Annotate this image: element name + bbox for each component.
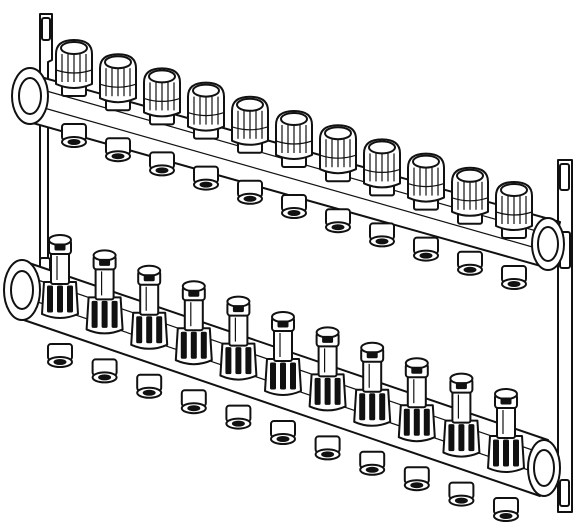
lower-outlet-stub — [180, 389, 207, 415]
lower-outlet-group — [47, 343, 519, 522]
upper-outlet-stub — [281, 194, 307, 219]
flow-meter — [219, 295, 258, 381]
flow-meter — [264, 311, 302, 396]
lower-outlet-stub — [47, 343, 73, 368]
lower-outlet-stub — [225, 404, 252, 430]
upper-outlet-stub — [369, 222, 395, 248]
cap-valve — [319, 124, 357, 183]
flow-meter — [308, 326, 347, 412]
lower-outlet-stub — [91, 358, 118, 384]
upper-outlet-stub — [61, 123, 87, 148]
flow-meter — [353, 341, 392, 427]
lower-outlet-stub — [314, 435, 341, 461]
upper-outlet-stub — [413, 236, 439, 262]
flow-meter — [174, 280, 213, 366]
upper-outlet-stub — [325, 208, 351, 234]
lower-outlet-stub — [270, 420, 296, 445]
upper-outlet-stub — [457, 250, 483, 276]
lower-outlet-stub — [136, 373, 163, 399]
upper-outlet-stub — [237, 179, 263, 205]
lower-outlet-stub — [359, 450, 386, 476]
upper-outlet-stub — [501, 265, 527, 290]
cap-valve — [275, 110, 313, 168]
cap-valve — [231, 95, 269, 154]
upper-valve-group — [55, 39, 533, 239]
lower-outlet-stub — [403, 466, 430, 492]
cap-valve — [143, 67, 181, 126]
cap-valve — [363, 138, 401, 197]
upper-outlet-stub — [193, 165, 219, 191]
upper-outlet-stub — [105, 137, 131, 163]
cap-valve — [451, 166, 489, 225]
lower-outlet-stub — [493, 497, 519, 522]
upper-outlet-group — [61, 123, 527, 290]
upper-outlet-stub — [149, 151, 175, 177]
lower-outlet-stub — [448, 481, 475, 507]
flow-meter — [487, 388, 525, 473]
flow-meter — [41, 234, 79, 319]
cap-valve — [99, 53, 137, 112]
flow-meter — [85, 249, 124, 335]
flow-meter — [130, 264, 169, 350]
cap-valve — [55, 39, 93, 97]
lower-meter-group — [41, 234, 525, 473]
cap-valve — [495, 181, 533, 239]
cap-valve — [187, 81, 225, 140]
cap-valve — [407, 152, 445, 211]
flow-meter — [442, 372, 481, 458]
flow-meter — [397, 357, 436, 443]
